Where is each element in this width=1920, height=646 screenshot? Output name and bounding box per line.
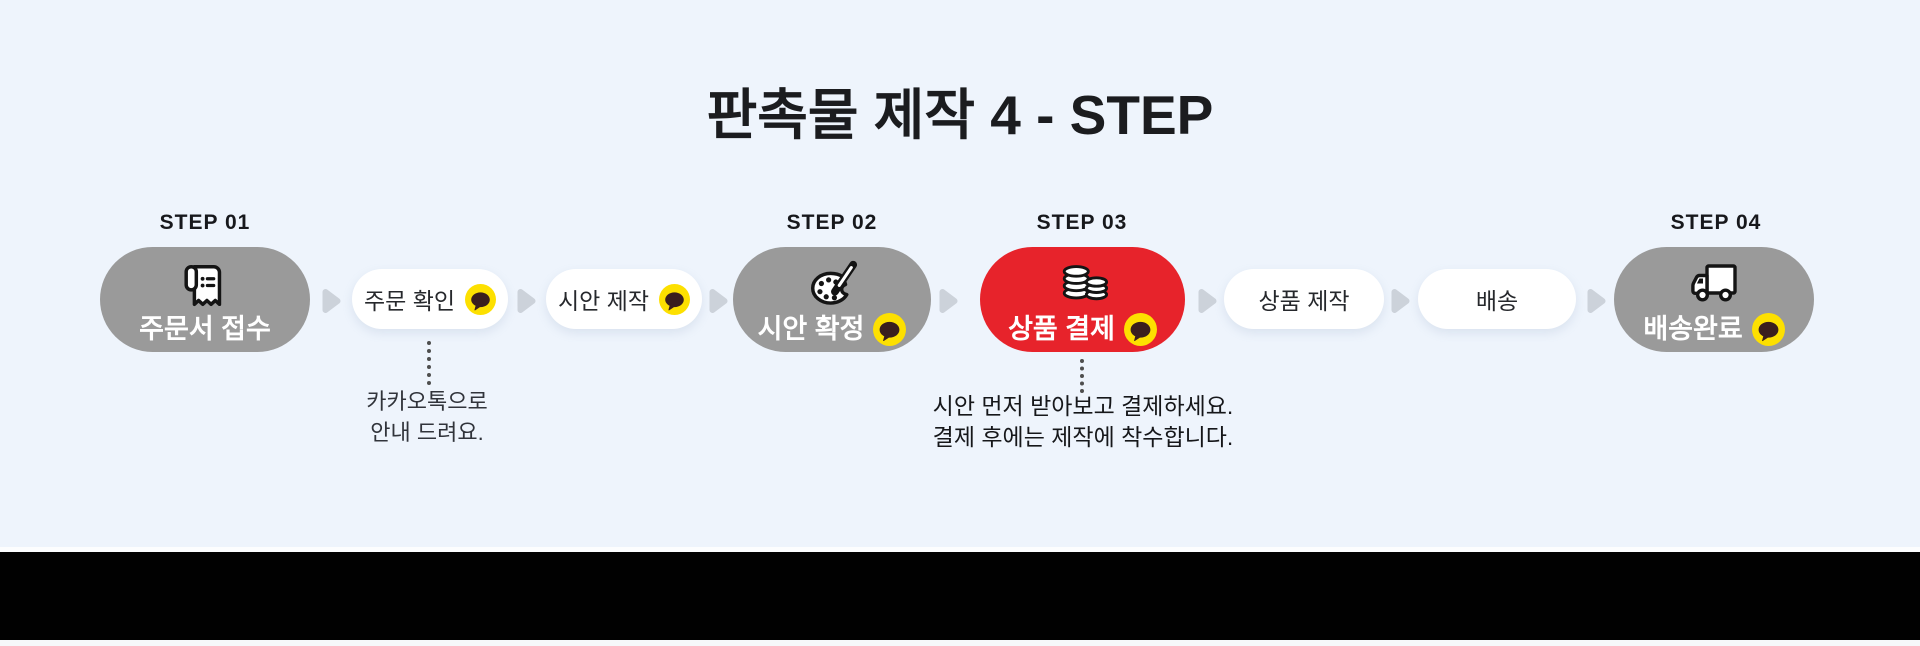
bottom-strip [0, 640, 1920, 646]
dotted-connector [1080, 359, 1084, 393]
chevron-right-icon [1585, 287, 1607, 315]
step-label: 상품 결제 [1008, 313, 1115, 344]
page-title: 판촉물 제작 4 - STEP [706, 84, 1214, 146]
step-label: 상품 제작 [1258, 288, 1350, 314]
chevron-right-icon [1196, 287, 1218, 315]
kakao-talk-icon [465, 283, 497, 315]
step-badge-01: STEP 01 [159, 211, 251, 234]
chevron-right-icon [1389, 287, 1411, 315]
kakao-talk-icon [1751, 312, 1785, 346]
step-label: 배송완료 [1643, 313, 1743, 344]
receipt-icon [178, 259, 232, 313]
chevron-right-icon [320, 287, 342, 315]
step-label: 주문 확인 [363, 288, 456, 314]
step-label: 시안 제작 [557, 288, 650, 314]
divider-strip [0, 547, 1920, 552]
note-kakao-guidance: 카카오톡으로 안내 드려요. [366, 389, 488, 446]
step-pill-order-form-received: 주문서 접수 [100, 247, 310, 352]
palette-icon [803, 256, 861, 310]
step-pill-product-production: 상품 제작 [1224, 269, 1384, 329]
step-badge-04: STEP 04 [1670, 211, 1762, 234]
step-label: 시안 확정 [757, 313, 865, 344]
step-badge-02: STEP 02 [786, 211, 878, 234]
step-pill-shipping: 배송 [1418, 269, 1576, 329]
footer-band [0, 552, 1920, 640]
step-badge-03: STEP 03 [1036, 211, 1128, 234]
coins-icon [1056, 256, 1110, 310]
dotted-connector [427, 341, 431, 385]
chevron-right-icon [937, 287, 959, 315]
note-payment-guidance: 시안 먼저 받아보고 결제하세요. 결제 후에는 제작에 착수합니다. [932, 393, 1234, 451]
kakao-talk-icon [873, 312, 907, 346]
step-pill-delivery-complete: 배송완료 [1614, 247, 1814, 352]
kakao-talk-icon [1123, 312, 1157, 346]
step-pill-draft-confirm: 시안 확정 [733, 247, 931, 352]
chevron-right-icon [707, 287, 729, 315]
truck-icon [1685, 256, 1743, 310]
step-label: 배송 [1475, 288, 1519, 314]
step-pill-order-check: 주문 확인 [352, 269, 508, 329]
kakao-talk-icon [659, 283, 691, 315]
step-label: 주문서 접수 [139, 313, 271, 344]
step-pill-draft-production: 시안 제작 [546, 269, 702, 329]
chevron-right-icon [515, 287, 537, 315]
step-pill-payment: 상품 결제 [980, 247, 1185, 352]
